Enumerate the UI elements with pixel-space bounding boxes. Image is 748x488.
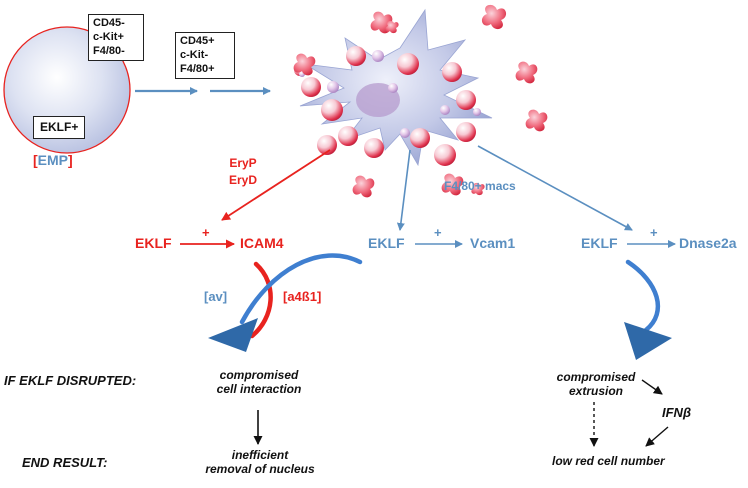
vcam-plus: + <box>434 225 442 240</box>
icam-plus: + <box>202 225 210 240</box>
arrow-to-erythroid <box>221 149 331 221</box>
arrow-extrusion-to-ifn <box>641 379 663 395</box>
arrowhead-extrusion <box>624 322 672 360</box>
arrowhead-cell-interaction <box>208 318 258 352</box>
macrophage-nucleus <box>356 83 400 117</box>
erythroblast <box>364 138 384 158</box>
marker-line: c-Kit+ <box>93 30 124 43</box>
outcome-nucleus-removal: inefficient removal of nucleus <box>205 448 315 476</box>
arrow-to-vcam-eklf <box>396 149 411 231</box>
marker-line: CD45+ <box>180 35 215 47</box>
row-label-disrupted: IF EKLF DISRUPTED: <box>4 373 137 388</box>
dnase-eklf: EKLF <box>581 235 618 251</box>
vcam1-label: Vcam1 <box>470 235 516 251</box>
reticulocyte <box>293 53 316 76</box>
marker-line: F4/80+ <box>180 62 215 75</box>
erythroblast <box>346 46 366 66</box>
reticulocyte <box>352 175 375 198</box>
intermediate-marker-box: CD45+ c-Kit- F4/80+ <box>175 32 235 80</box>
extruded-nucleus <box>400 128 410 138</box>
curve-av-integrin <box>249 261 273 339</box>
reticulocyte <box>525 109 548 132</box>
outcome-extrusion: compromised extrusion <box>556 370 636 398</box>
reticulocyte <box>441 173 464 196</box>
marker-line: F4/80- <box>93 44 125 57</box>
row-label-end-result: END RESULT: <box>22 455 108 470</box>
erythroblast <box>434 144 456 166</box>
reticulocyte <box>385 20 399 34</box>
integrin-a4b1: [a4ß1] <box>283 289 322 304</box>
erythroblast <box>410 128 430 148</box>
macrophage-label: F4/80+ macs <box>444 179 516 193</box>
erythroblast <box>338 126 358 146</box>
dnase2a-label: Dnase2a <box>679 235 737 251</box>
reticulocyte <box>471 182 485 196</box>
arrow-to-dnase-eklf <box>477 145 633 231</box>
outcome-low-red-cell: low red cell number <box>552 454 665 468</box>
icam-eklf: EKLF <box>135 235 172 251</box>
arrow-ifn-to-result <box>645 426 669 447</box>
erythroblast <box>456 122 476 142</box>
erythroblast <box>301 77 321 97</box>
reticulocyte <box>481 4 507 30</box>
vcam-eklf: EKLF <box>368 235 405 251</box>
integrin-av: [av] <box>204 289 228 304</box>
extruded-nucleus <box>440 105 450 115</box>
curve-vcam-interaction <box>239 253 363 325</box>
dnase-plus: + <box>650 225 658 240</box>
emp-marker-box: CD45- c-Kit+ F4/80- <box>88 14 144 62</box>
marker-line: c-Kit- <box>180 48 209 61</box>
extruded-nucleus <box>388 83 398 93</box>
erythroblastic-island <box>294 8 493 167</box>
erythroblast <box>317 135 337 155</box>
erythroblast <box>442 62 462 82</box>
icam4-label: ICAM4 <box>240 235 284 251</box>
outcome-ifn-beta: IFNβ <box>662 405 692 420</box>
erythroid-label: EryP EryD <box>229 156 258 188</box>
marker-line: CD45- <box>93 17 125 29</box>
reticulocytes <box>293 4 548 198</box>
reticulocyte <box>515 61 538 84</box>
erythroblast <box>397 53 419 75</box>
extruded-nucleus <box>327 81 339 93</box>
curve-dnase-extrusion <box>625 259 661 333</box>
erythroblast <box>456 90 476 110</box>
emp-label: [EMP] <box>33 152 73 168</box>
emp-eklf-box: EKLF+ <box>33 116 86 139</box>
extruded-nucleus <box>372 50 384 62</box>
erythroblast <box>321 99 343 121</box>
extruded-nucleus <box>473 108 481 116</box>
outcome-cell-interaction: compromised cell interaction <box>216 368 302 396</box>
